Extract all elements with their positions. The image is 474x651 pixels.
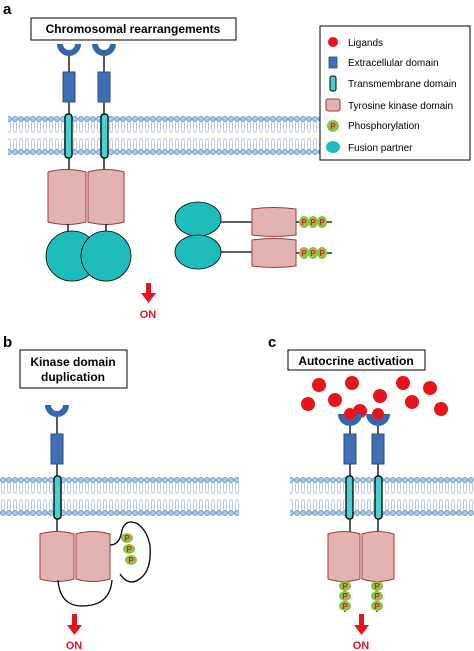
panel-c-on-label: ON (353, 640, 370, 651)
ligand-icon (434, 402, 448, 416)
transmembrane-domain (53, 475, 62, 520)
panel-a-fusion-dimer: P P P P P P (174, 201, 332, 270)
panel-c: c Autocrine activation (268, 334, 474, 651)
legend-label-ligands: Ligands (348, 38, 383, 49)
ligand-binding-cup (45, 405, 69, 417)
kinase-domain (47, 169, 87, 225)
ligand-binding-cup (92, 44, 116, 56)
legend-label-extracellular: Extracellular domain (348, 58, 439, 69)
panel-a-receptor-2 (92, 44, 116, 170)
panel-a-on-arrow: ON (140, 283, 157, 321)
ligand-icon (344, 408, 356, 420)
fusion-partner (174, 201, 222, 237)
panel-b-title-line1: Kinase domain (30, 355, 115, 369)
ligand-icon (345, 376, 359, 390)
svg-text:P: P (374, 582, 380, 591)
svg-text:P: P (301, 249, 307, 258)
ligand-icon (328, 393, 342, 407)
panel-b-on-label: ON (66, 640, 83, 651)
panel-a-title: Chromosomal rearrangements (46, 22, 221, 36)
extracellular-icon (328, 56, 338, 69)
panel-c-on-arrow: ON (353, 614, 370, 651)
kinase-icon (325, 98, 341, 112)
kinase-domain (87, 169, 125, 225)
extracellular-domain (97, 71, 111, 103)
svg-text:P: P (342, 602, 348, 611)
extracellular-domain (343, 433, 357, 465)
phospho-group: P P P (371, 581, 383, 611)
panel-b-title-line2: duplication (41, 370, 105, 384)
phosphorylation-icon (327, 120, 339, 132)
svg-text:P: P (124, 534, 130, 543)
panel-a-receptor-1 (57, 44, 81, 170)
ligand-icon (396, 376, 410, 390)
fusion-partner (174, 234, 222, 270)
kinase-domain (361, 531, 395, 582)
fusion-partner (80, 230, 132, 282)
svg-text:P: P (126, 545, 132, 554)
transmembrane-domain (345, 475, 354, 520)
panel-c-letter: c (268, 334, 276, 351)
svg-text:P: P (310, 218, 316, 227)
kinase-domain (251, 207, 297, 237)
svg-text:P: P (310, 249, 316, 258)
extracellular-domain (371, 433, 385, 465)
ligand-icon (423, 381, 437, 395)
svg-text:P: P (330, 122, 336, 131)
legend-box (319, 25, 471, 161)
svg-text:P: P (342, 582, 348, 591)
panel-b-membrane (0, 477, 239, 516)
panel-b-letter: b (3, 334, 12, 351)
svg-text:P: P (319, 218, 325, 227)
legend-label-transmembrane: Transmembrane domain (348, 79, 457, 90)
svg-text:P: P (319, 249, 325, 258)
panel-c-title-box (287, 349, 426, 371)
transmembrane-domain (100, 113, 109, 159)
ligand-icon (372, 408, 384, 420)
kinase-domain (327, 531, 361, 582)
panel-a-on-label: ON (140, 309, 157, 321)
panel-b-on-arrow: ON (66, 614, 83, 651)
svg-text:P: P (342, 592, 348, 601)
legend-label-phosphorylation: Phosphorylation (348, 121, 420, 132)
svg-text:P: P (128, 556, 134, 565)
ligand-icon (301, 397, 315, 411)
ligand-binding-cup (57, 44, 81, 56)
legend: Ligands Extracellular domain Transmembra… (319, 25, 471, 161)
panel-b-title-box (19, 349, 128, 389)
ligand-icon (405, 395, 419, 409)
svg-text:P: P (374, 602, 380, 611)
panel-b: b Kinase domain duplication P P P ON (0, 334, 239, 651)
transmembrane-domain (374, 475, 383, 520)
panel-a: a Chromosomal rearrangements (3, 1, 470, 321)
fusion-icon (326, 141, 340, 153)
kinase-domain (251, 238, 297, 268)
panel-a-letter: a (3, 1, 12, 18)
svg-text:P: P (374, 592, 380, 601)
ligand-icon (328, 37, 338, 47)
legend-label-fusion: Fusion partner (348, 143, 413, 154)
kinase-domain (75, 531, 111, 582)
phospho-group: P P P (299, 216, 327, 228)
transmembrane-icon (329, 75, 337, 92)
phospho-group: P P P (339, 581, 351, 611)
ligand-icon (312, 378, 326, 392)
legend-label-kinase: Tyrosine kinase domain (348, 101, 453, 112)
panel-c-title: Autocrine activation (298, 354, 413, 368)
extracellular-domain (62, 71, 76, 103)
phospho-group: P P P (121, 533, 137, 565)
kinase-domain (39, 531, 75, 582)
panel-a-title-box (30, 17, 237, 41)
svg-text:P: P (301, 218, 307, 227)
ligand-icon (373, 389, 387, 403)
transmembrane-domain (64, 113, 73, 159)
phospho-group: P P P (299, 247, 327, 259)
extracellular-domain (50, 433, 64, 465)
